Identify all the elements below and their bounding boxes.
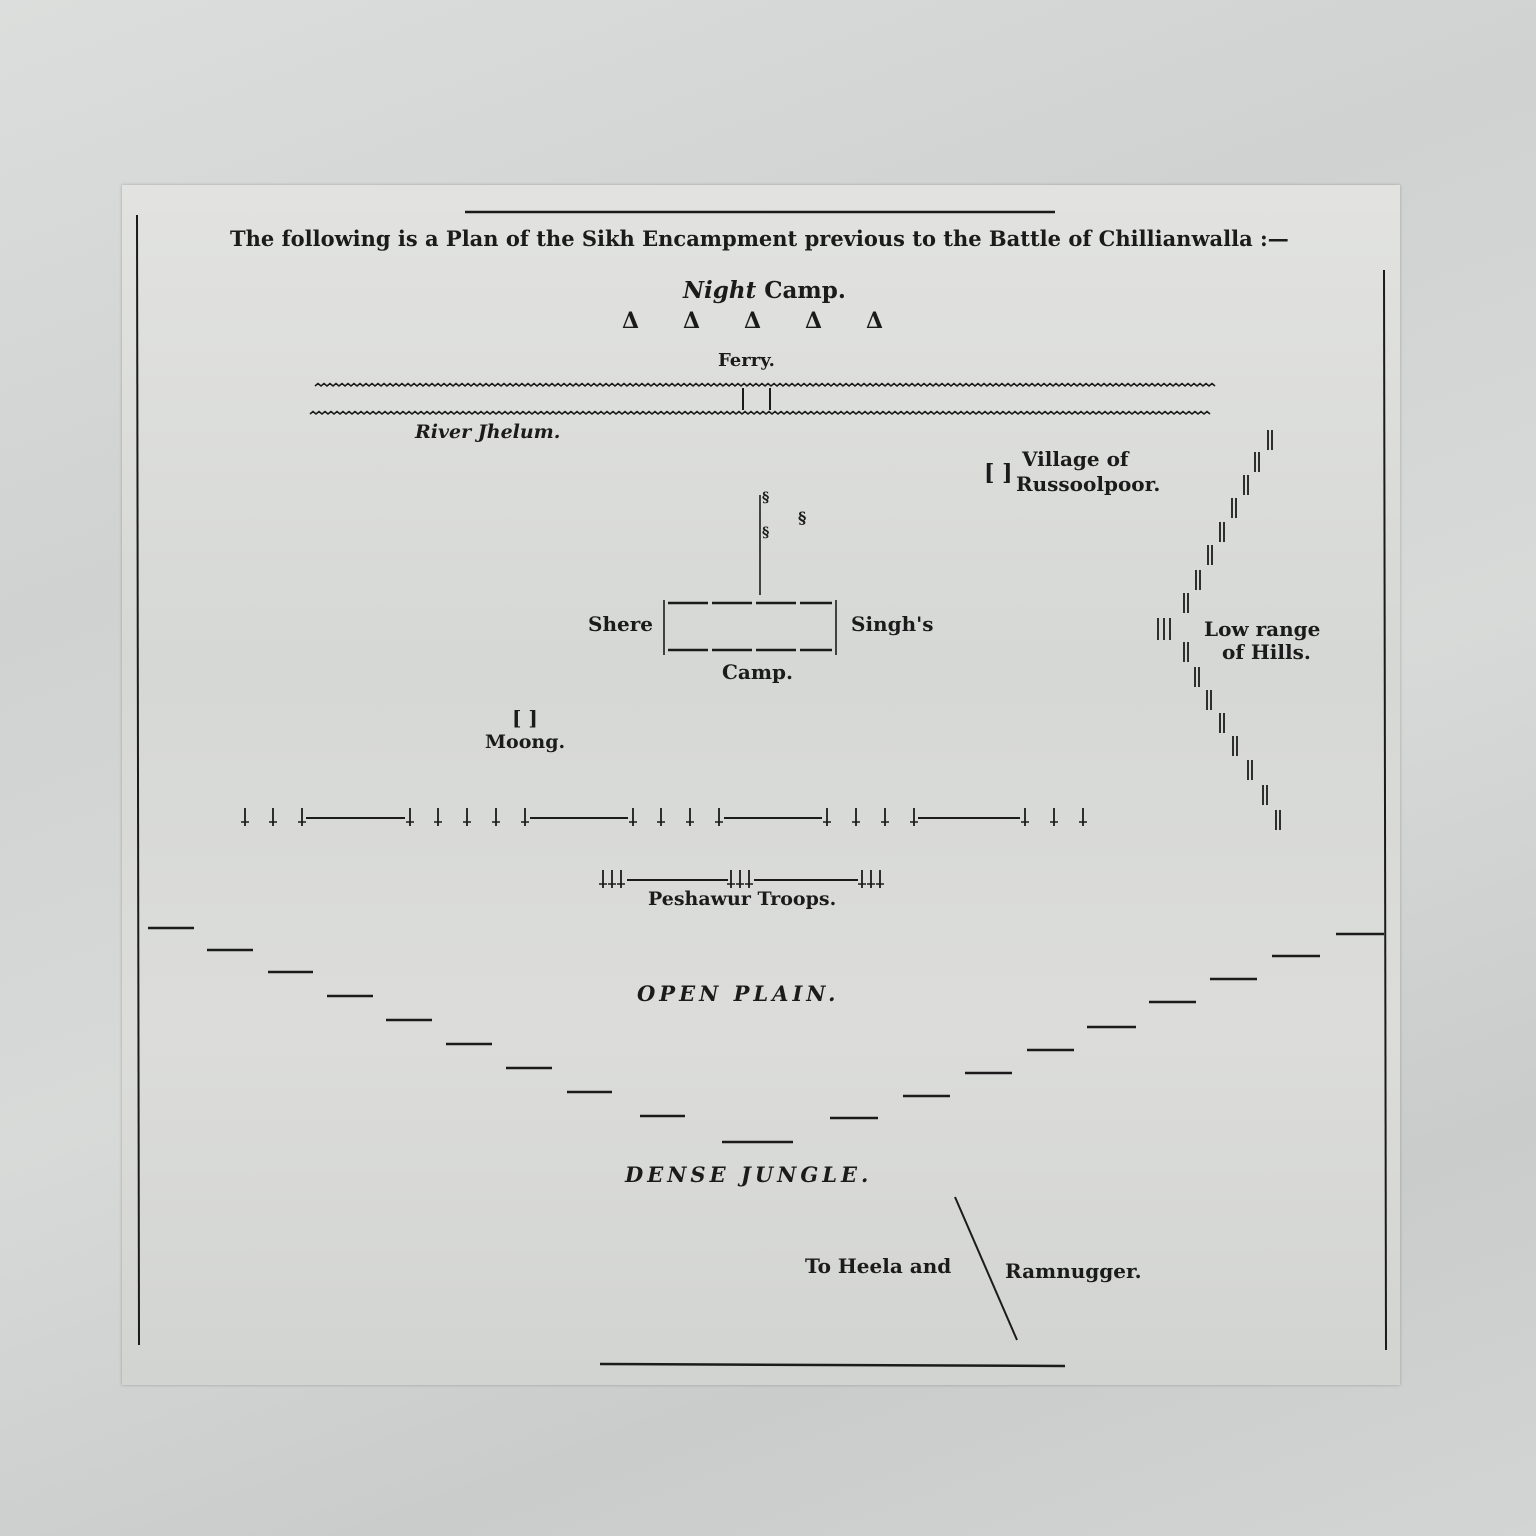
troop-line bbox=[241, 808, 1087, 826]
flag-symbol: § bbox=[762, 490, 769, 506]
village-marker: [ ] bbox=[984, 460, 1013, 486]
night-camp-italic: Night bbox=[683, 277, 757, 304]
peshawur-label: Peshawur Troops. bbox=[648, 888, 837, 910]
road-line bbox=[954, 1196, 1018, 1341]
open-plain-label: OPEN PLAIN. bbox=[637, 981, 840, 1006]
road-label-left: To Heela and bbox=[805, 1254, 952, 1278]
road-label-right: Ramnugger. bbox=[1005, 1259, 1142, 1283]
plain-boundary-dashes bbox=[148, 926, 1384, 1144]
hills-range bbox=[1157, 430, 1281, 830]
ferry-label: Ferry. bbox=[718, 350, 775, 371]
night-camp-text: Camp. bbox=[764, 277, 846, 304]
tent-icon: Δ bbox=[805, 308, 823, 334]
camp-rectangle bbox=[663, 600, 837, 655]
river-bank-north bbox=[314, 382, 1216, 388]
left-border bbox=[136, 214, 140, 1346]
camp-label-right: Singh's bbox=[851, 612, 934, 636]
moong-label: Moong. bbox=[485, 731, 566, 753]
tent-icon: Δ bbox=[683, 308, 701, 334]
tent-icon: Δ bbox=[744, 308, 762, 334]
river-bank-south bbox=[309, 410, 1211, 416]
camp-label-below: Camp. bbox=[722, 660, 793, 684]
bottom-rule bbox=[599, 1362, 1066, 1368]
flag-symbol: § bbox=[762, 525, 770, 541]
moong-marker: [ ] bbox=[512, 706, 538, 730]
dense-jungle-label: DENSE JUNGLE. bbox=[625, 1162, 873, 1187]
tent-icon: Δ bbox=[866, 308, 884, 334]
camp-label-left: Shere bbox=[588, 612, 653, 636]
river-label: River Jhelum. bbox=[415, 421, 561, 443]
right-border bbox=[1383, 269, 1387, 1351]
night-camp-label: Night Camp. bbox=[683, 277, 846, 304]
hills-label-line2: of Hills. bbox=[1222, 640, 1311, 664]
map-title: The following is a Plan of the Sikh Enca… bbox=[230, 226, 1289, 251]
village-label-line2: Russoolpoor. bbox=[1016, 472, 1161, 496]
tent-icon: Δ bbox=[622, 308, 640, 334]
peshawur-troop-line bbox=[599, 870, 884, 888]
village-label-line1: Village of bbox=[1022, 447, 1129, 471]
hills-label-line1: Low range bbox=[1204, 617, 1321, 641]
flag-symbol: § bbox=[798, 508, 807, 527]
